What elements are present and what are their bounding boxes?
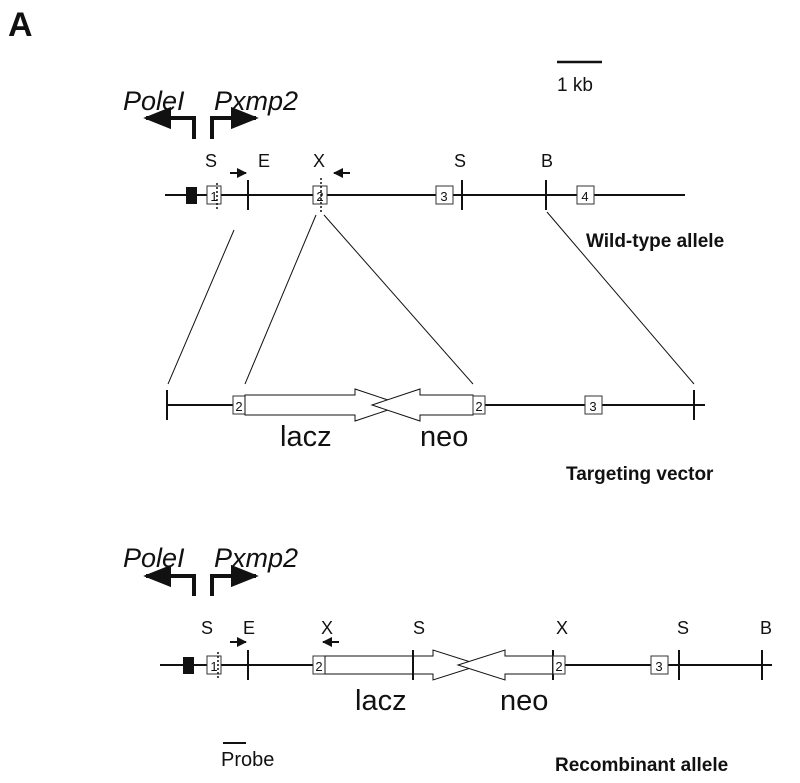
- wt-exon-3: [435, 185, 454, 205]
- rec-lacz-label: lacz: [355, 685, 407, 717]
- homology-line-right: [546, 211, 695, 385]
- rec-gene-label-polei: PoleI: [123, 543, 185, 573]
- gene-label-pxmp2: Pxmp2: [214, 86, 298, 116]
- wt-exon-2-label: 2: [316, 189, 323, 204]
- tv-caption: Targeting vector: [566, 464, 714, 485]
- rec-black-exon: [183, 657, 194, 674]
- rec-exon-1-label: 1: [210, 659, 217, 674]
- rec-pxmp2-promoter-arrow: [210, 564, 259, 596]
- tv-lacz-label: lacz: [280, 421, 332, 453]
- neo-cassette-arrow: [370, 388, 474, 422]
- polei-promoter-arrow: [143, 106, 196, 139]
- gene-label-polei: PoleI: [123, 86, 185, 116]
- rec-site-e1: E: [243, 618, 255, 638]
- wild-type-allele: PoleI Pxmp2 S E X S B 1 2 3 4 Wild-type …: [123, 86, 724, 252]
- site-s1: S: [205, 151, 217, 171]
- rec-site-s1: S: [201, 618, 213, 638]
- recombinant-allele: PoleI Pxmp2 S E X S X S B 1 2 2 3 lacz n…: [123, 543, 772, 776]
- wt-exon-2: [312, 185, 328, 205]
- rec-site-b1: B: [760, 618, 772, 638]
- wt-black-exon: [186, 187, 197, 204]
- rec-lacz-cassette-arrow: [324, 649, 482, 681]
- rec-exon-3-label: 3: [655, 659, 662, 674]
- tv-exon-2-right: [472, 395, 486, 415]
- rec-site-x1: X: [321, 618, 333, 638]
- wt-exon-4: [576, 185, 595, 205]
- wt-exon-3-label: 3: [440, 189, 447, 204]
- rec-caption: Recombinant allele: [555, 755, 728, 776]
- tv-neo-label: neo: [420, 421, 468, 453]
- rec-exon-2-right: [552, 655, 566, 675]
- wt-caption: Wild-type allele: [586, 231, 724, 252]
- site-e1: E: [258, 151, 270, 171]
- rec-gene-label-pxmp2: Pxmp2: [214, 543, 298, 573]
- rec-exon-2-left-label: 2: [315, 659, 322, 674]
- targeting-vector: 2 2 3 lacz neo Targeting vector: [166, 388, 714, 485]
- site-x1: X: [313, 151, 325, 171]
- tv-exon-3-label: 3: [589, 399, 596, 414]
- rec-polei-promoter-arrow: [143, 564, 196, 596]
- pxmp2-promoter-arrow: [210, 106, 259, 139]
- rec-exon-3: [650, 655, 669, 675]
- wt-exon-1-label: 1: [210, 189, 217, 204]
- wt-exon-4-label: 4: [581, 189, 588, 204]
- homology-line-left: [167, 229, 235, 385]
- rec-neo-label: neo: [500, 685, 548, 717]
- site-b1: B: [541, 151, 553, 171]
- rec-exon-2-right-label: 2: [555, 659, 562, 674]
- tv-exon-2-right-label: 2: [475, 399, 482, 414]
- tv-exon-2-left-label: 2: [235, 399, 242, 414]
- rec-site-x2: X: [556, 618, 568, 638]
- site-s2: S: [454, 151, 466, 171]
- rec-site-s2: S: [413, 618, 425, 638]
- rec-neo-cassette-arrow: [456, 649, 554, 681]
- rec-site-s3: S: [677, 618, 689, 638]
- homology-line-exon2-left: [244, 214, 317, 385]
- homology-lines: [167, 211, 695, 385]
- lacz-cassette-arrow: [244, 388, 405, 422]
- scale-bar-label: 1 kb: [557, 75, 593, 96]
- panel-label: A: [8, 6, 33, 44]
- homology-line-exon2-right: [323, 214, 474, 385]
- tv-exon-3: [584, 395, 603, 415]
- probe-label: Probe: [221, 749, 274, 771]
